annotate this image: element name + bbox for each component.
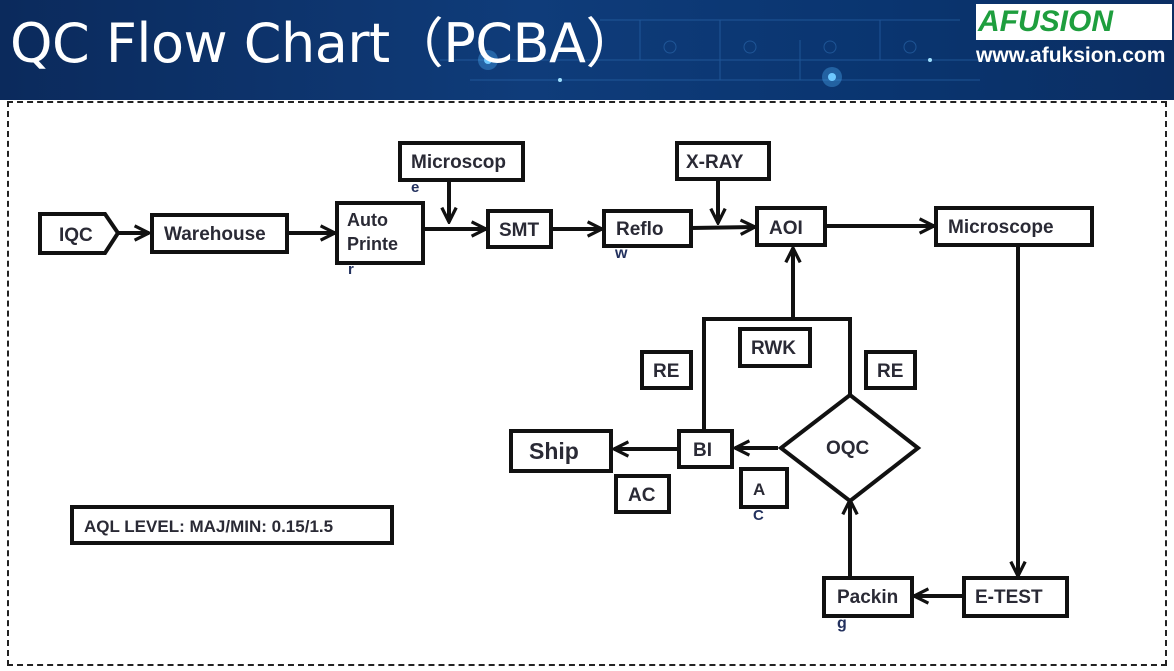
logo-wordmark: AFUSION — [978, 5, 1113, 38]
header-banner: QC Flow Chart（PCBA） AFUSION www.afuksion… — [0, 0, 1174, 100]
reflow-label-line2: w — [614, 245, 628, 262]
packing-label-line2: g — [837, 615, 847, 632]
ac-right-label-line2: C — [753, 507, 764, 524]
arrow-reflow-aoi — [690, 227, 755, 228]
auto-printer-label-line2: Printe — [347, 234, 398, 254]
warehouse-label: Warehouse — [164, 224, 266, 245]
microscope-top-node — [398, 141, 525, 182]
aql-label: AQL LEVEL: MAJ/MIN: 0.15/1.5 — [84, 517, 333, 536]
logo-band — [976, 4, 1172, 40]
page-title: QC Flow Chart（PCBA） — [10, 12, 639, 75]
microscope-right-label: Microscope — [948, 217, 1054, 238]
oqc-label: OQC — [826, 438, 870, 459]
xray-label: X-RAY — [686, 152, 744, 173]
etest-node — [962, 576, 1069, 618]
reflow-label-line1: Reflo — [616, 219, 664, 240]
auto-printer-label-line1: Auto — [347, 210, 388, 230]
circuit-decoration-graphic — [440, 19, 1000, 87]
aoi-label: AOI — [769, 218, 803, 239]
ac-left-node — [614, 474, 671, 514]
re-right-node — [864, 350, 917, 390]
iqc-node — [38, 212, 121, 255]
ac-right-label-line1: A — [753, 480, 765, 499]
warehouse-node — [150, 213, 289, 254]
packing-label-line1: Packin — [837, 587, 898, 608]
microscope-top-label-line1: Microscop — [411, 152, 506, 173]
iqc-label: IQC — [59, 225, 93, 246]
bi-node — [677, 429, 734, 469]
logo-url: www.afuksion.com — [976, 44, 1166, 67]
auto-printer-label-line3: r — [348, 261, 354, 278]
etest-label: E-TEST — [975, 587, 1043, 608]
qc-flow-diagram: IQC Warehouse Auto Printe r Microscop e … — [38, 141, 1094, 632]
diagram-panel: IQC Warehouse Auto Printe r Microscop e … — [7, 101, 1167, 666]
microscope-right-node — [934, 206, 1094, 247]
microscope-top-label-line2: e — [411, 179, 419, 196]
bi-label: BI — [693, 440, 712, 461]
packing-node — [822, 576, 914, 618]
oqc-diamond-node — [777, 392, 922, 504]
ship-node — [509, 429, 613, 473]
rwk-label: RWK — [751, 338, 796, 359]
smt-node — [486, 209, 553, 249]
reflow-node — [602, 209, 693, 248]
aql-node — [70, 505, 394, 545]
ac-left-label: AC — [628, 485, 656, 506]
company-logo: AFUSION www.afuksion.com — [972, 2, 1174, 98]
re-left-node — [640, 350, 693, 390]
rwk-node — [738, 327, 812, 368]
smt-label: SMT — [499, 220, 540, 241]
re-left-label: RE — [653, 361, 679, 382]
xray-node — [675, 141, 771, 181]
re-right-label: RE — [877, 361, 903, 382]
auto-printer-node — [335, 201, 425, 265]
ship-label: Ship — [529, 438, 579, 464]
ac-right-node — [739, 467, 789, 509]
aoi-node — [755, 206, 827, 247]
rework-loop-line — [702, 317, 852, 432]
